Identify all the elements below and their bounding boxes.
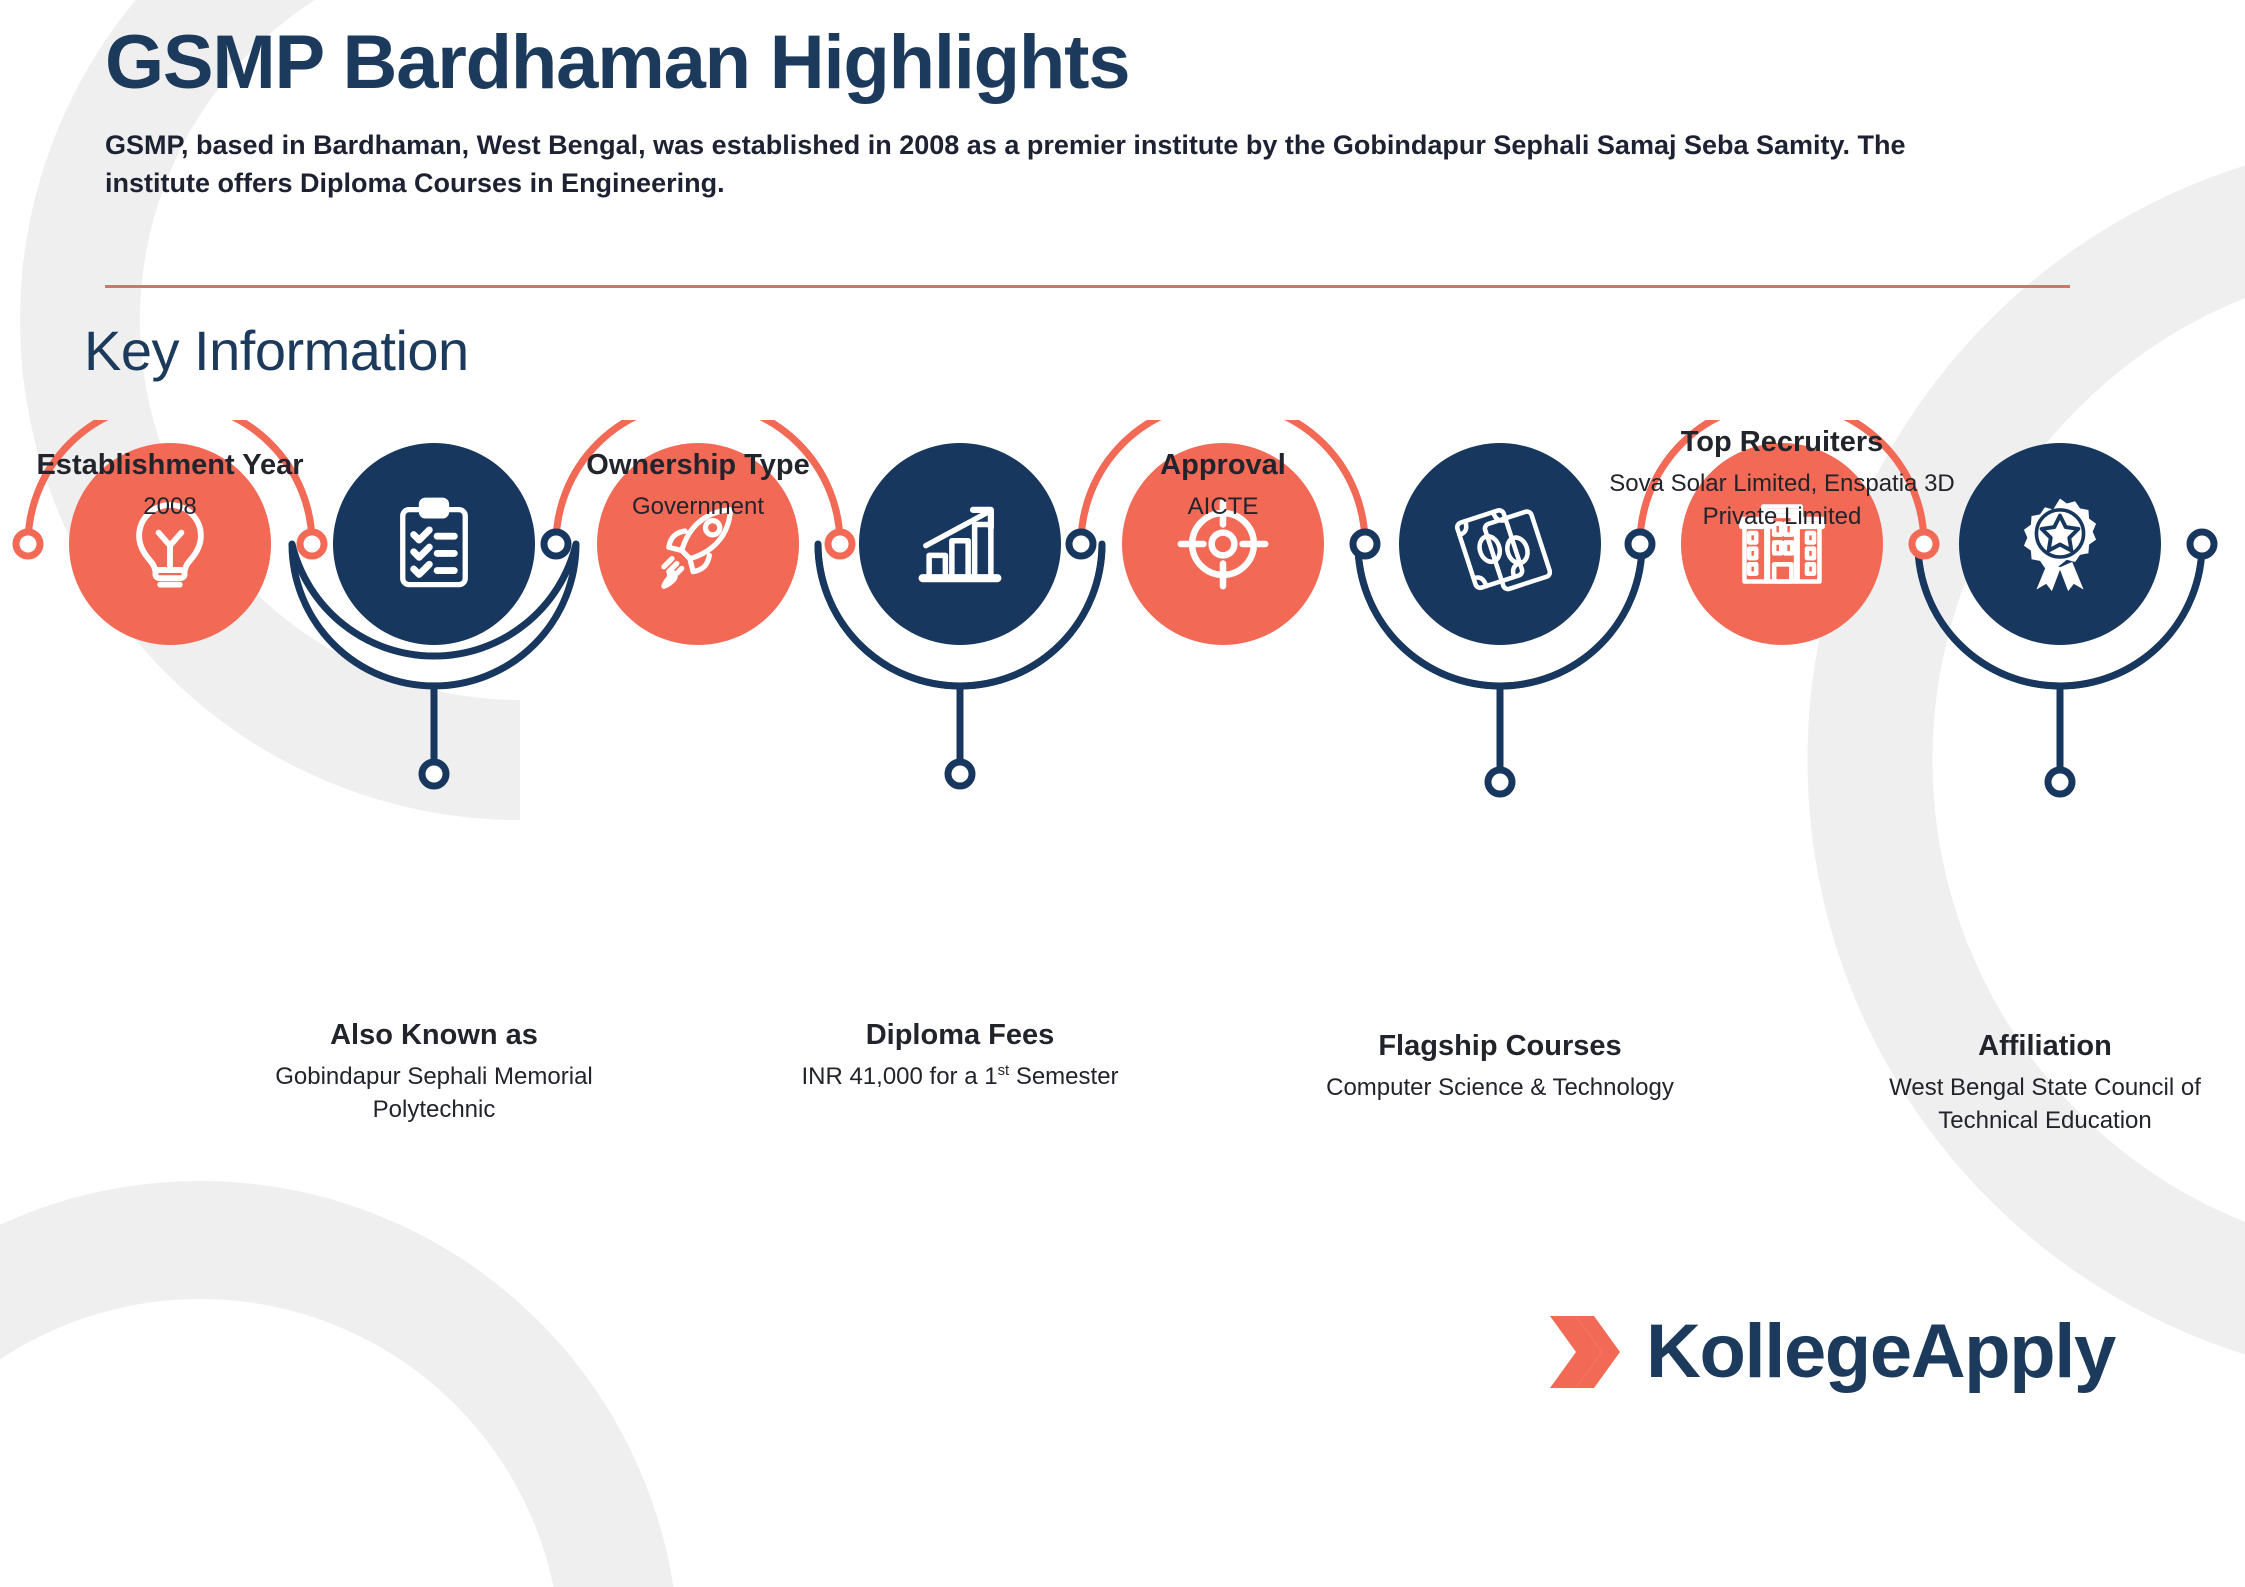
- double-chevron-icon: [1550, 1316, 1620, 1388]
- label-value: Computer Science & Technology: [1326, 1074, 1674, 1102]
- section-title: Key Information: [84, 319, 469, 382]
- label-establishment-year: Establishment Year 2008: [0, 448, 340, 524]
- label-title: Top Recruiters: [1680, 426, 1884, 458]
- label-value: AICTE: [1187, 493, 1259, 521]
- label-approval: Approval AICTE: [1053, 448, 1393, 524]
- label-value: Government: [631, 493, 765, 521]
- label-title: Flagship Courses: [1378, 1030, 1622, 1062]
- label-title: Diploma Fees: [865, 1019, 1055, 1051]
- header: GSMP Bardhaman Highlights GSMP, based in…: [105, 18, 2105, 202]
- award-ribbon-icon: [2023, 498, 2097, 592]
- label-title: Affiliation: [1978, 1030, 2112, 1062]
- label-title: Approval: [1160, 449, 1286, 481]
- label-also-known-as: Also Known as Gobindapur Sephali Memoria…: [234, 1018, 634, 1127]
- label-value: INR 41,000 for a 1st Semester: [801, 1063, 1119, 1091]
- label-ownership-type: Ownership Type Government: [528, 448, 868, 524]
- label-flagship-courses: Flagship Courses Computer Science & Tech…: [1300, 1029, 1700, 1105]
- page-subtitle: GSMP, based in Bardhaman, West Bengal, w…: [105, 129, 1906, 198]
- node-flagship-courses[interactable]: [1399, 443, 1601, 645]
- clipboard-checklist-icon: [400, 497, 468, 588]
- label-value: Sova Solar Limited, Enspatia 3D Private …: [1609, 470, 1955, 530]
- node-ownership-type[interactable]: [597, 443, 799, 645]
- label-value: West Bengal State Council of Technical E…: [1889, 1074, 2201, 1134]
- label-title: Also Known as: [330, 1019, 538, 1051]
- growth-bar-chart-icon: [918, 506, 1002, 583]
- node-diploma-fees[interactable]: [859, 443, 1061, 645]
- label-title: Ownership Type: [586, 449, 810, 481]
- rocket-icon: [661, 507, 734, 589]
- label-value: Gobindapur Sephali Memorial Polytechnic: [275, 1063, 593, 1123]
- label-affiliation: Affiliation West Bengal State Council of…: [1845, 1029, 2245, 1138]
- node-also-known-as[interactable]: [333, 443, 535, 645]
- logo-wordmark: KollegeApply: [1646, 1309, 2116, 1394]
- label-title: Establishment Year: [36, 449, 304, 481]
- header-divider: [105, 285, 2070, 288]
- target-icon: [1177, 498, 1269, 590]
- kollegeapply-logo[interactable]: KollegeApply: [1546, 1309, 2116, 1394]
- label-top-recruiters: Top Recruiters Sova Solar Limited, Enspa…: [1572, 425, 1992, 534]
- page-title: GSMP Bardhaman Highlights: [105, 20, 1130, 105]
- money-notes-icon: [1454, 508, 1552, 592]
- node-approval[interactable]: [1122, 443, 1324, 645]
- label-diploma-fees: Diploma Fees INR 41,000 for a 1st Semest…: [740, 1018, 1180, 1094]
- label-value: 2008: [143, 493, 197, 521]
